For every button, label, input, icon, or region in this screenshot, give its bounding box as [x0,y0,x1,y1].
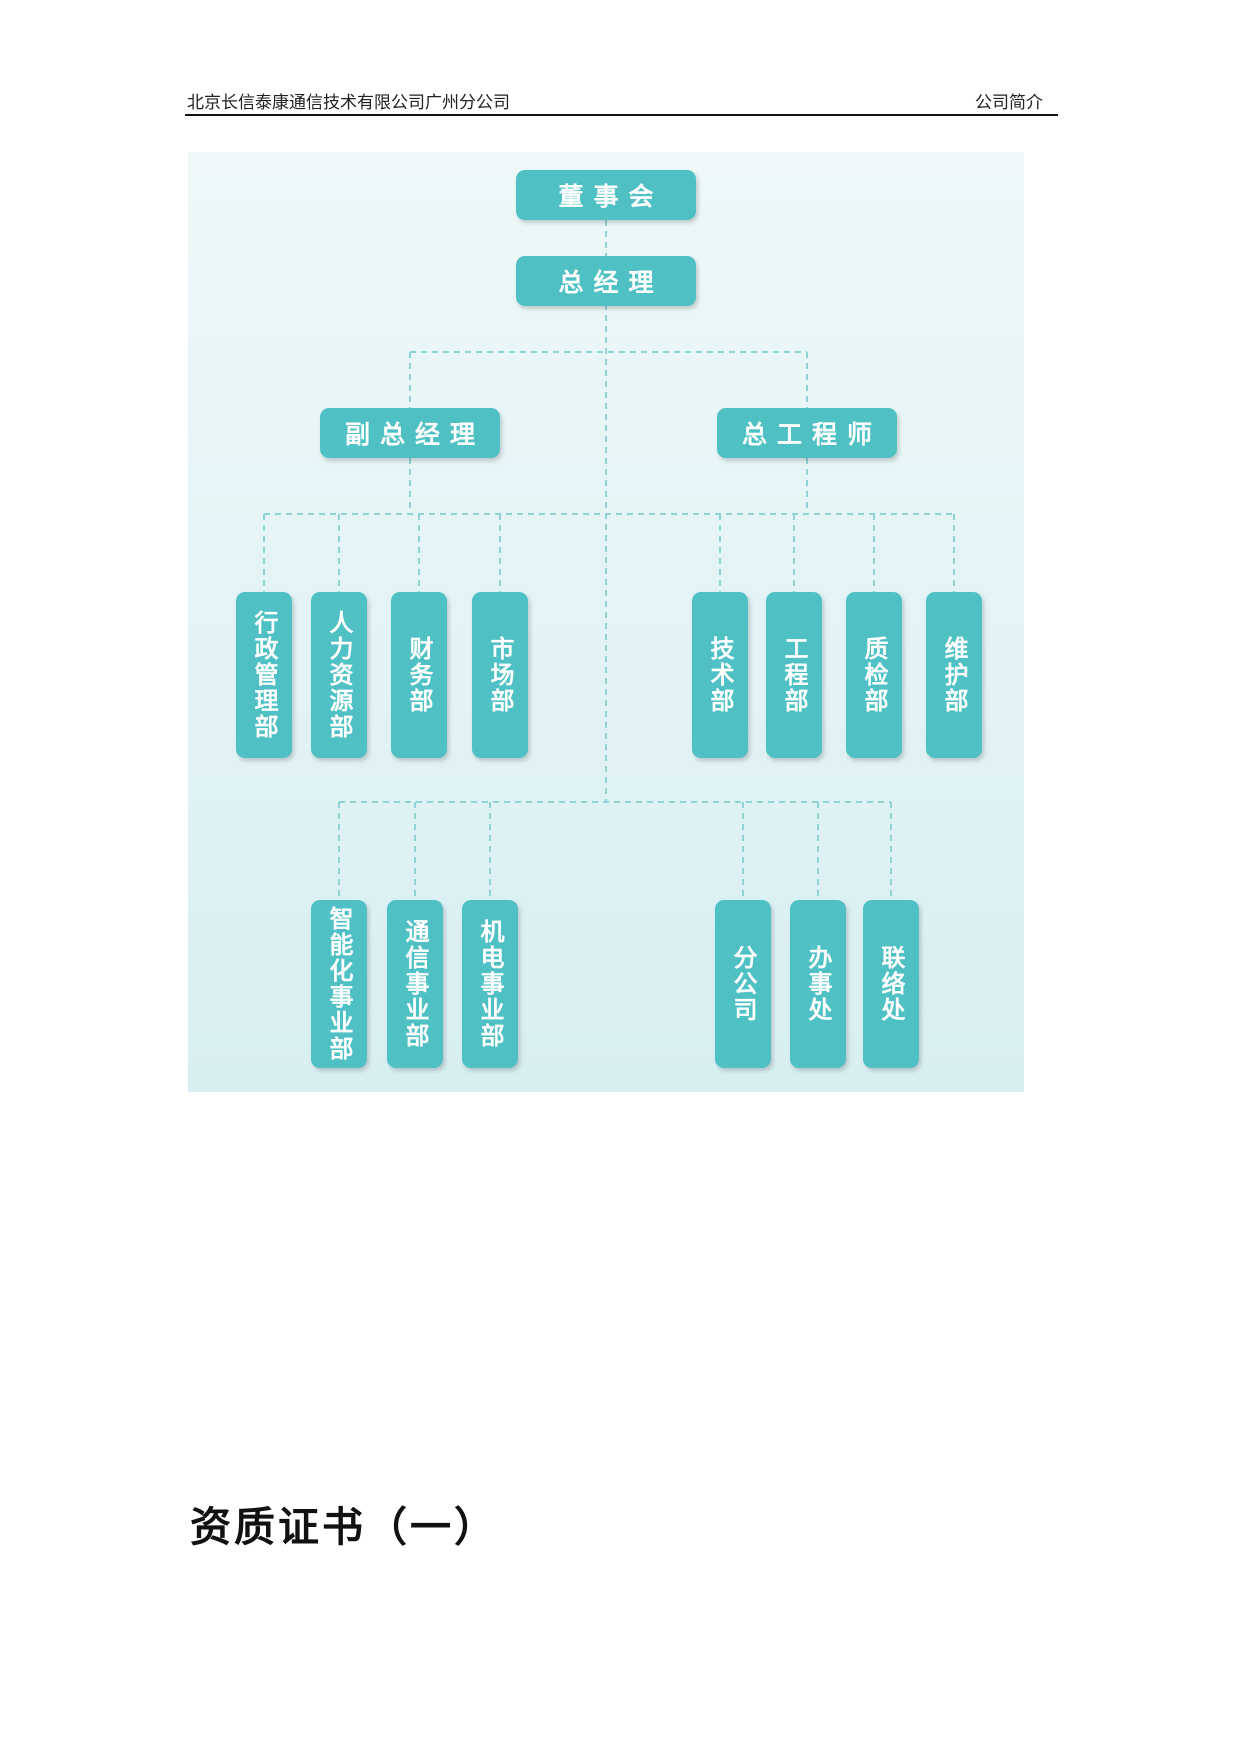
header-company-name: 北京长信泰康通信技术有限公司广州分公司 [187,93,510,113]
header-rule [185,114,1058,116]
dept-hr-box: 人力资源部 [311,592,367,758]
board-box: 董事会 [516,170,696,220]
org-chart: 董事会 总经理 副总经理 总工程师 行政管理部 人力资源部 财务部 市场部 技术… [188,152,1024,1092]
bu-mechanical-box: 机电事业部 [462,900,518,1068]
dept-engineering-box: 工程部 [766,592,822,758]
bu-telecom-box: 通信事业部 [387,900,443,1068]
dept-maintenance-box: 维护部 [926,592,982,758]
deputy-gm-box: 副总经理 [320,408,500,458]
dept-finance-box: 财务部 [391,592,447,758]
org-chart-connectors [263,220,955,900]
chief-engineer-box: 总工程师 [717,408,897,458]
branch-company-box: 分公司 [715,900,771,1068]
dept-qc-box: 质检部 [846,592,902,758]
header-section-name: 公司简介 [975,93,1043,113]
general-manager-box: 总经理 [516,256,696,306]
dept-marketing-box: 市场部 [472,592,528,758]
dept-admin-box: 行政管理部 [236,592,292,758]
bu-intelligent-box: 智能化事业部 [311,900,367,1068]
branch-office-box: 办事处 [790,900,846,1068]
section-title: 资质证书（一） [190,1503,498,1551]
dept-tech-box: 技术部 [692,592,748,758]
branch-liaison-box: 联络处 [863,900,919,1068]
